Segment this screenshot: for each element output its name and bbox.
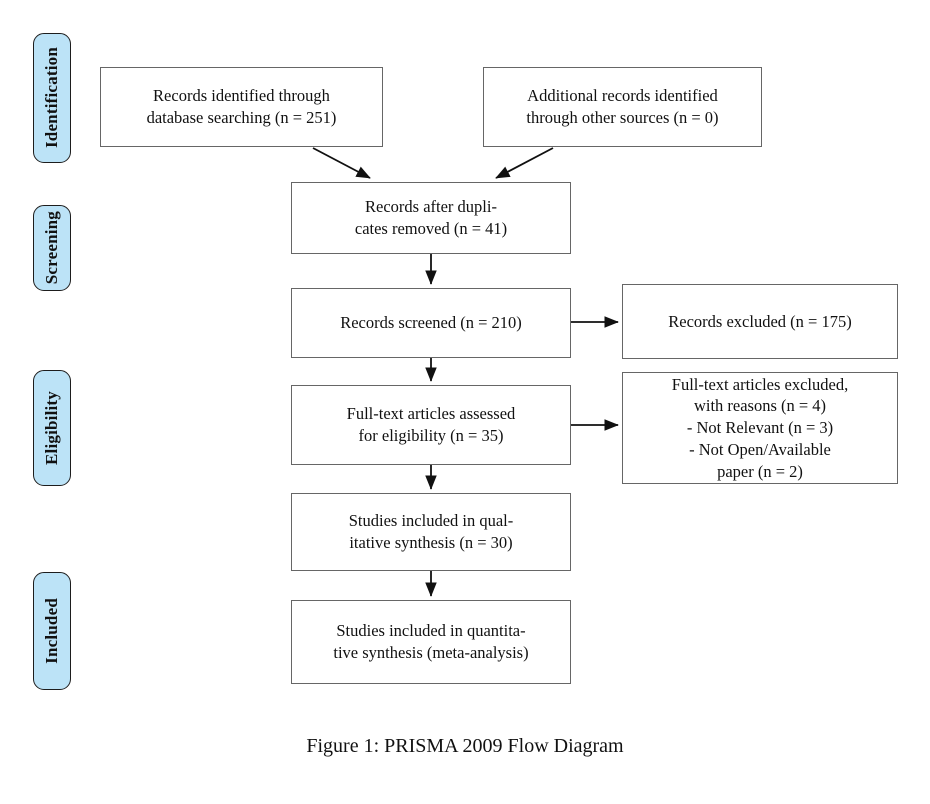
box-duplicates-removed-text: Records after dupli- cates removed (n = … — [354, 197, 508, 238]
stage-pill-screening: Screening — [33, 205, 71, 291]
arrow-other-to-duplicates — [495, 147, 554, 179]
box-records-excluded: Records excluded (n = 175) — [622, 284, 898, 359]
box-records-screened: Records screened (n = 210) — [291, 288, 571, 358]
arrow-database-to-duplicates — [312, 147, 371, 179]
box-quantitative-synthesis: Studies included in quantita- tive synth… — [291, 600, 571, 684]
stage-pill-included: Included — [33, 572, 71, 690]
stage-label-identification: Identification — [42, 47, 61, 149]
box-fulltext-assessed-text: Full-text articles assessed for eligibil… — [346, 404, 516, 445]
stage-label-eligibility: Eligibility — [42, 391, 61, 465]
box-duplicates-removed: Records after dupli- cates removed (n = … — [291, 182, 571, 254]
box-records-identified-database-text: Records identified through database sear… — [146, 86, 337, 127]
box-records-identified-other: Additional records identified through ot… — [483, 67, 762, 147]
box-records-screened-text: Records screened (n = 210) — [340, 313, 522, 333]
box-quantitative-synthesis-text: Studies included in quantita- tive synth… — [333, 621, 529, 662]
box-records-identified-other-text: Additional records identified through ot… — [526, 86, 719, 127]
box-qualitative-synthesis: Studies included in qual- itative synthe… — [291, 493, 571, 571]
box-records-excluded-text: Records excluded (n = 175) — [668, 311, 852, 331]
stage-label-included: Included — [42, 598, 61, 664]
box-records-identified-database: Records identified through database sear… — [100, 67, 383, 147]
stage-pill-identification: Identification — [33, 33, 71, 163]
stage-pill-eligibility: Eligibility — [33, 370, 71, 486]
stage-label-screening: Screening — [42, 211, 61, 285]
box-qualitative-synthesis-text: Studies included in qual- itative synthe… — [348, 511, 514, 552]
box-fulltext-excluded: Full-text articles excluded, with reason… — [622, 372, 898, 484]
box-fulltext-assessed: Full-text articles assessed for eligibil… — [291, 385, 571, 465]
box-fulltext-excluded-text: Full-text articles excluded, with reason… — [671, 374, 849, 481]
figure-caption: Figure 1: PRISMA 2009 Flow Diagram — [306, 735, 624, 757]
